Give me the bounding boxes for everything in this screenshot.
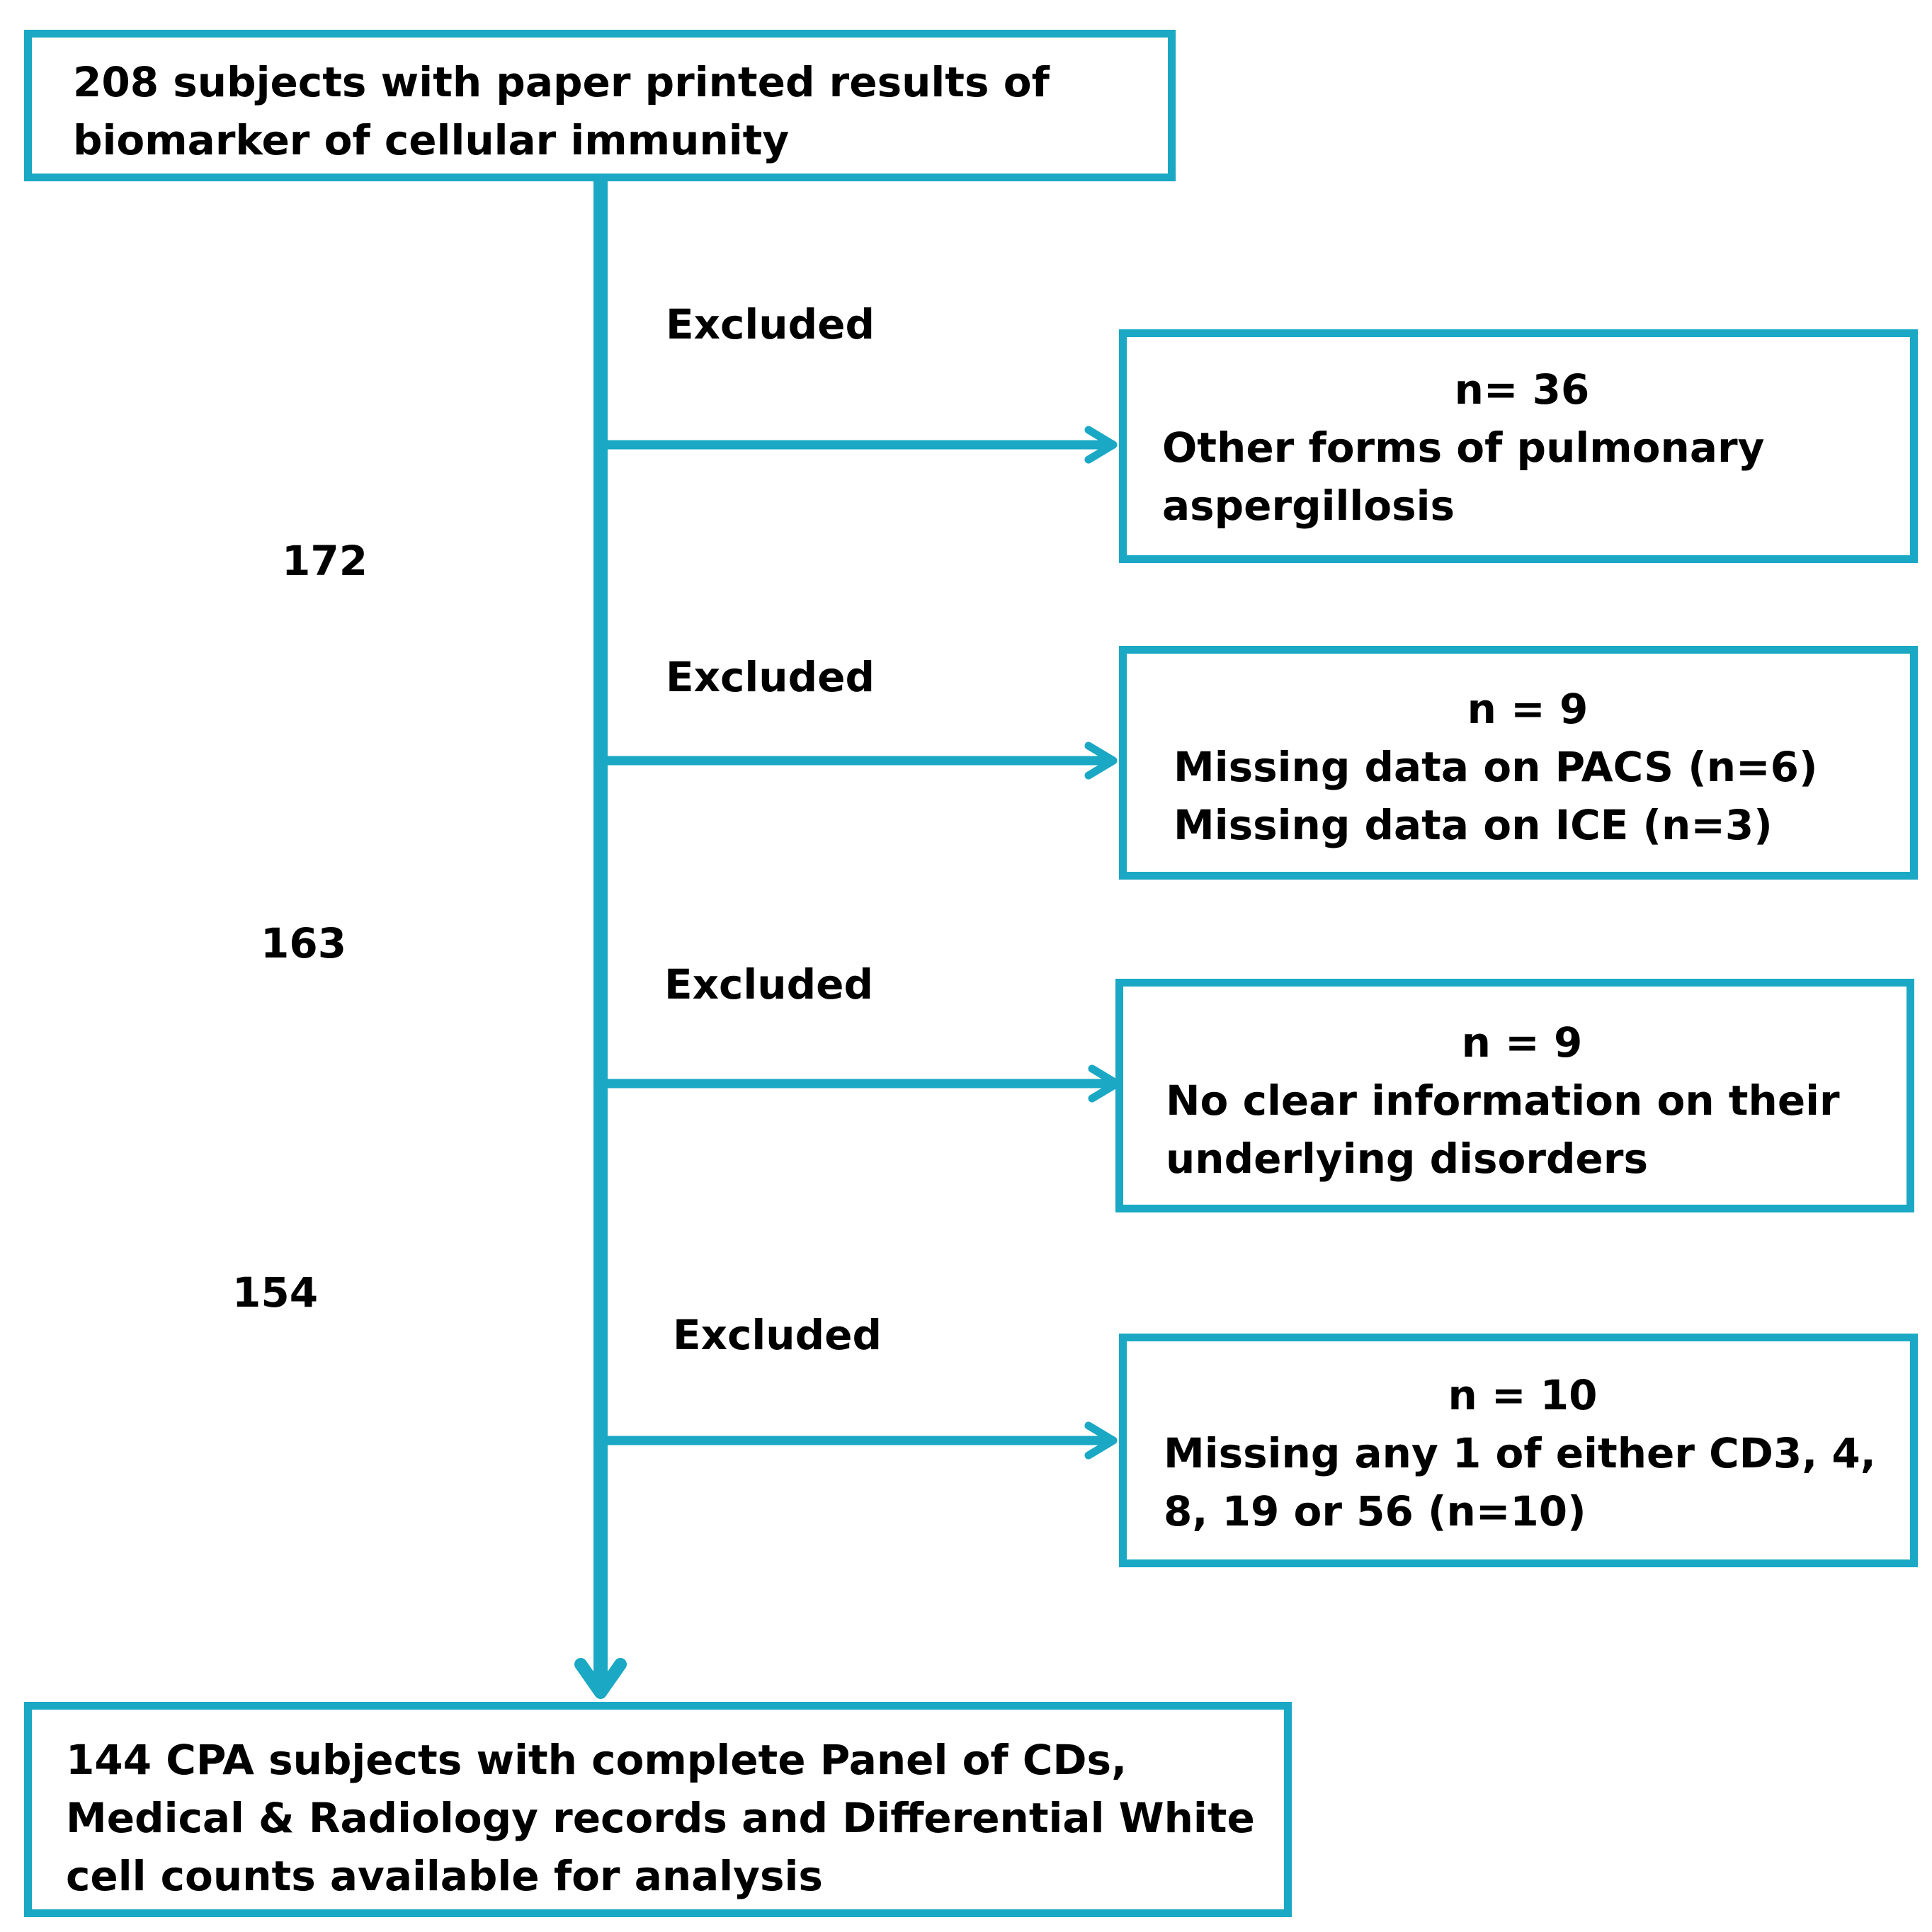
exclusion-3-label: Excluded (664, 960, 873, 1008)
exclusion-2-reason-2: Missing data on ICE (n=3) (1174, 801, 1773, 849)
exclusion-2-reason-1: Missing data on PACS (n=6) (1174, 743, 1818, 791)
exclusion-4-label: Excluded (673, 1311, 882, 1359)
exclusion-1-reason-1: Other forms of pulmonary (1162, 424, 1765, 472)
final-box: 144 CPA subjects with complete Panel of … (24, 1702, 1292, 1917)
final-box-line-1: 144 CPA subjects with complete Panel of … (66, 1736, 1127, 1784)
exclusion-3-count: n = 9 (1461, 1018, 1583, 1067)
exclusion-1-arrowhead (1084, 426, 1118, 464)
final-box-line-2: Medical & Radiology records and Differen… (66, 1794, 1255, 1842)
exclusion-4-box: n = 10 Missing any 1 of either CD3, 4, 8… (1119, 1334, 1918, 1567)
remaining-count-3: 154 (232, 1268, 319, 1317)
exclusion-2-box: n = 9 Missing data on PACS (n=6) Missing… (1119, 646, 1918, 880)
exclusion-4-count: n = 10 (1448, 1371, 1598, 1419)
exclusion-1-count: n= 36 (1454, 365, 1590, 414)
remaining-count-2: 163 (261, 919, 347, 967)
final-box-line-3: cell counts available for analysis (66, 1852, 823, 1900)
exclusion-3-reason-1: No clear information on their (1166, 1076, 1840, 1125)
exclusion-1-reason-2: aspergillosis (1162, 482, 1455, 530)
start-box: 208 subjects with paper printed results … (24, 30, 1176, 181)
exclusion-2-count: n = 9 (1467, 685, 1589, 733)
exclusion-4-reason-1: Missing any 1 of either CD3, 4, (1164, 1429, 1876, 1477)
exclusion-1-label: Excluded (666, 300, 875, 348)
start-box-line-2: biomarker of cellular immunity (73, 116, 790, 164)
exclusion-3-box: n = 9 No clear information on their unde… (1115, 979, 1914, 1212)
exclusion-4-arrowhead (1084, 1421, 1118, 1460)
start-box-line-1: 208 subjects with paper printed results … (73, 58, 1050, 106)
exclusion-4-reason-2: 8, 19 or 56 (n=10) (1164, 1487, 1586, 1535)
remaining-count-1: 172 (282, 537, 368, 585)
exclusion-2-arrowhead (1084, 741, 1118, 780)
exclusion-3-reason-2: underlying disorders (1166, 1135, 1648, 1183)
exclusion-2-label: Excluded (666, 653, 875, 701)
exclusion-1-box: n= 36 Other forms of pulmonary aspergill… (1119, 329, 1918, 563)
main-flow-arrowhead (574, 1658, 627, 1699)
